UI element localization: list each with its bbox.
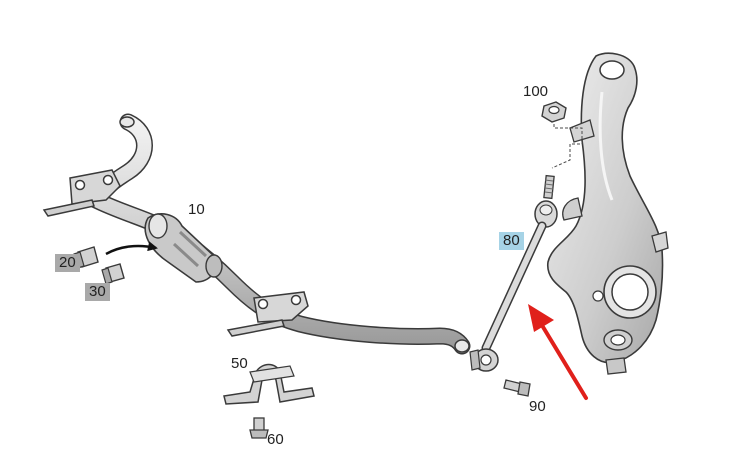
nut-100 [541,101,567,123]
coupling-rod-80 [469,174,558,372]
part-label-100: 100 [523,83,549,100]
part-label-80: 80 [499,232,524,250]
part-label-50: 50 [231,355,248,372]
steering-knuckle [546,52,669,375]
callout-arrow [105,241,158,256]
bracket-50 [223,363,315,405]
part-label-30: 30 [85,283,110,301]
bolt-90 [503,379,531,397]
part-label-60: 60 [267,431,284,448]
part-label-20: 20 [55,254,80,272]
bolt-60 [249,417,269,439]
part-label-90: 90 [529,398,546,415]
pointer-arrow [528,304,588,400]
part-label-10: 10 [188,201,205,218]
fitting-30 [101,263,125,285]
assembly-line [551,124,583,169]
stabilizer-bar [42,113,471,355]
bar-actuator [144,213,223,283]
